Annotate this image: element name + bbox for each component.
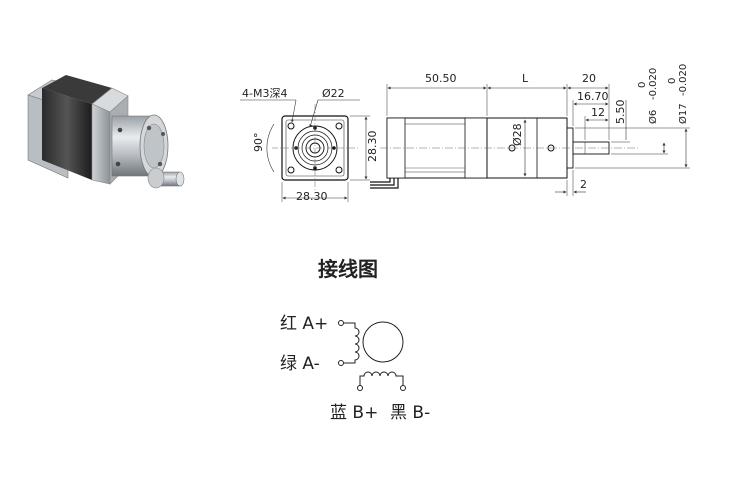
svg-text:-0.020: -0.020: [678, 64, 689, 96]
shaft-length: 20: [582, 72, 596, 85]
wiring-schematic: [338, 320, 406, 391]
svg-text:0: 0: [667, 78, 678, 84]
wire-blue-label: 蓝 B+: [330, 403, 378, 423]
motor-length: 50.50: [425, 72, 457, 85]
wire-black-label: 黑 B-: [390, 403, 430, 423]
wire-green-label: 绿 A-: [280, 354, 320, 374]
flat-depth: 5.50: [614, 100, 627, 125]
front-height: 28.30: [366, 131, 379, 163]
wire-red-label: 红 A+: [280, 314, 328, 334]
svg-text:-0.020: -0.020: [648, 68, 659, 100]
angle-label: 90°: [252, 133, 265, 153]
flat-length: 16.70: [577, 90, 609, 103]
motor-3d-render: [27, 75, 185, 189]
shaft-diameter-label: Ø6 -0.020 0: [637, 68, 659, 124]
boss-diameter-label: Ø17 -0.020 0: [667, 64, 689, 124]
gearbox-length: L: [522, 72, 529, 85]
svg-text:Ø6: Ø6: [647, 110, 659, 124]
side-view: [370, 84, 690, 196]
svg-text:0: 0: [637, 82, 648, 88]
pilot-diameter: Ø22: [322, 87, 345, 100]
boss-length: 2: [580, 178, 587, 191]
wiring-title: 接线图: [318, 257, 378, 281]
svg-text:Ø17: Ø17: [677, 103, 689, 124]
front-view: [240, 99, 370, 202]
gearbox-diameter: Ø28: [511, 123, 524, 146]
key-length: 12: [591, 106, 605, 119]
front-width: 28.30: [296, 190, 328, 203]
hole-note: 4-M3深4: [242, 87, 287, 100]
